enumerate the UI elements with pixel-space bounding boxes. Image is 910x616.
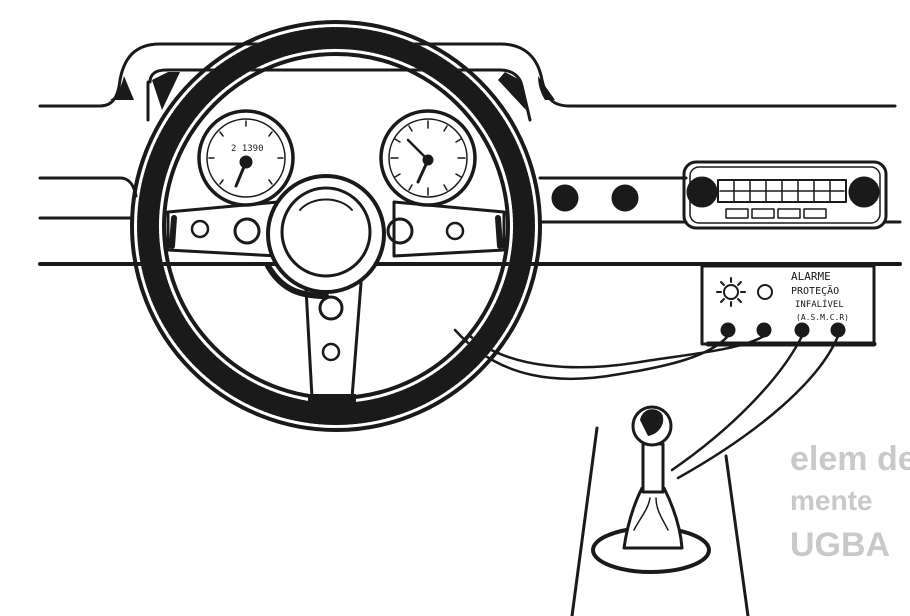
odometer-reading: 2 1390 — [231, 144, 264, 154]
led-indicator-icon — [716, 277, 746, 307]
ghost-text-line1: elem de — [790, 440, 910, 478]
ghost-text-line3: UGBA — [790, 526, 890, 564]
background-ghost-text: elem de mente UGBA — [790, 440, 910, 564]
alarm-label-line2: PROTEÇÃO — [791, 284, 839, 297]
alarm-label-line3: INFALÍVEL — [795, 298, 844, 310]
gear-shift-icon — [591, 405, 711, 574]
dashboard-knob-right — [611, 184, 639, 212]
alarm-label-line4: (A.S.M.C.R) — [796, 313, 849, 322]
dashboard-knob-left — [551, 184, 579, 212]
radio-icon — [682, 160, 888, 230]
clock-icon — [379, 109, 477, 207]
speedometer-icon: 2 1390 — [197, 109, 295, 207]
dashboard-icon — [38, 42, 902, 266]
ghost-text-line2: mente — [790, 485, 872, 516]
alarm-wires — [453, 328, 840, 480]
steering-wheel-icon — [130, 20, 542, 432]
alarm-label-line1: ALARME — [791, 270, 831, 283]
alarm-box-icon: ALARME PROTEÇÃO INFALÍVEL (A.S.M.C.R) — [700, 264, 877, 347]
led-off-icon — [757, 284, 773, 300]
center-console — [570, 426, 750, 616]
